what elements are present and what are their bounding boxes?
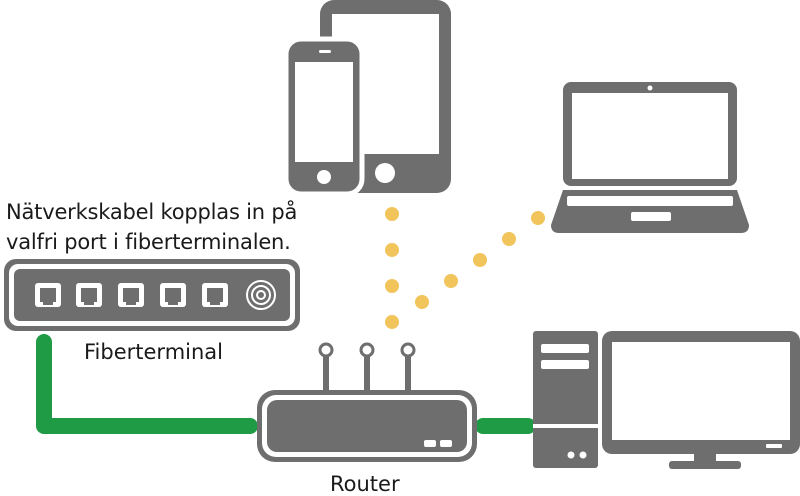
ethernet-port-icon bbox=[118, 283, 144, 307]
instruction-line-1: Nätverkskabel kopplas in på bbox=[6, 200, 298, 224]
fiber-terminal-icon bbox=[4, 259, 300, 331]
smartphone-icon bbox=[283, 36, 365, 197]
fiber-port-icon bbox=[246, 280, 276, 310]
antenna-icon bbox=[400, 342, 416, 394]
antenna-icon bbox=[318, 342, 334, 394]
ethernet-port-icon bbox=[160, 283, 186, 307]
instruction-text: Nätverkskabel kopplas in på valfri port … bbox=[6, 197, 297, 257]
fiberterminal-label: Fiberterminal bbox=[84, 340, 223, 364]
fiber-cable bbox=[36, 334, 258, 434]
ethernet-port-icon bbox=[35, 283, 61, 307]
instruction-line-2: valfri port i fiberterminalen. bbox=[6, 230, 291, 254]
router-icon bbox=[257, 342, 477, 462]
laptop-icon bbox=[551, 82, 749, 233]
wireless-link-mobile bbox=[385, 207, 399, 329]
monitor-icon bbox=[602, 331, 800, 469]
ethernet-port-icon bbox=[76, 283, 102, 307]
wireless-link-laptop bbox=[415, 211, 545, 309]
antenna-icon bbox=[359, 342, 375, 394]
ethernet-port-icon bbox=[202, 283, 228, 307]
desktop-tower-icon bbox=[533, 331, 598, 468]
router-label: Router bbox=[330, 472, 400, 496]
